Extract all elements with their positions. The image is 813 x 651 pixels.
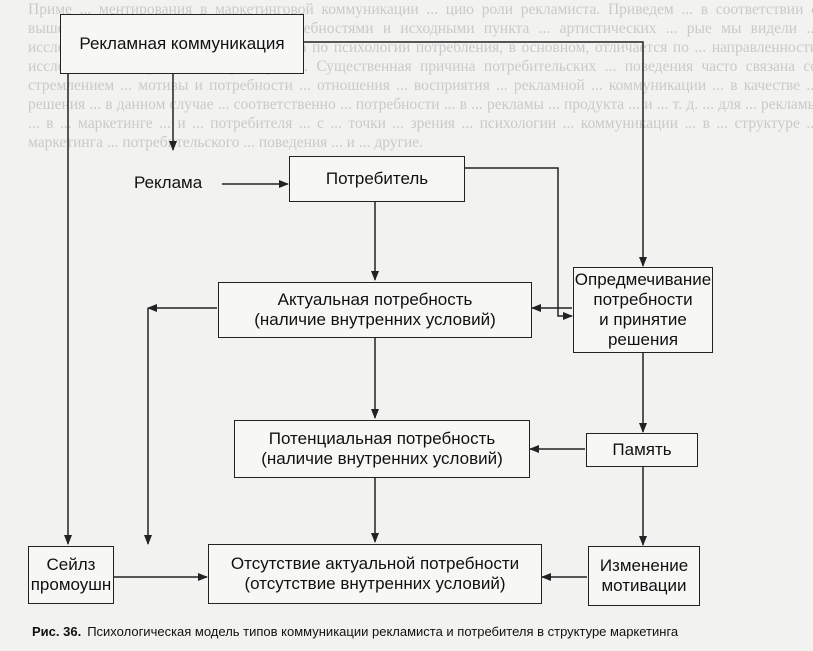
node-motivation-change: Изменение мотивации xyxy=(588,546,700,606)
figure-caption: Рис. 36. Психологическая модель типов ком… xyxy=(32,624,678,639)
node-memory: Память xyxy=(586,433,698,467)
node-actual-need: Актуальная потребность (наличие внутренн… xyxy=(218,282,532,338)
caption-number: Рис. 36. xyxy=(32,624,82,639)
node-sales-promotion: Сейлз промоушн xyxy=(28,546,114,604)
node-advert-communication: Рекламная коммуникация xyxy=(60,14,304,74)
node-absence-of-need: Отсутствие актуальной потребности (отсут… xyxy=(208,544,542,604)
edge-consumer-to-objectification xyxy=(463,167,573,320)
node-consumer: Потребитель xyxy=(289,156,465,202)
node-potential-need: Потенциальная потребность (наличие внутр… xyxy=(234,420,530,478)
node-objectification: Опредмечивание потребности и принятие ре… xyxy=(573,267,713,353)
node-reklama: Реклама xyxy=(132,173,205,193)
edge-comm-to-objectification xyxy=(303,41,647,267)
caption-text: Психологическая модель типов коммуникаци… xyxy=(87,624,679,639)
